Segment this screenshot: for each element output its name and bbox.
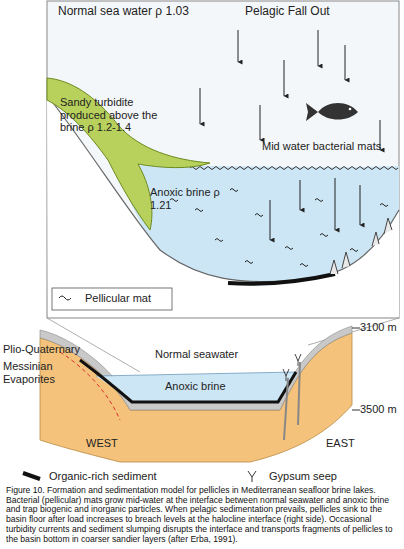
depth-tick (352, 410, 360, 411)
legend-text: Pellicular mat (85, 292, 151, 304)
depth-tick (352, 328, 360, 329)
legend-item: Gypsum seep (240, 470, 337, 482)
label-text: Anoxic brine (165, 380, 255, 393)
seafloor-ground (47, 95, 399, 317)
label-text: Normal seawater (155, 348, 265, 361)
pellicle (170, 189, 388, 267)
pellicle-mark (230, 189, 238, 192)
label-text: Messinian Evaporites (3, 360, 75, 385)
basin-organic-sediment (80, 360, 296, 402)
pellicle-mark (300, 264, 308, 267)
pellicle-mark (350, 249, 358, 252)
dashed-horizon (60, 352, 120, 420)
legend-box (52, 288, 172, 310)
pellicle-mark (215, 239, 223, 242)
legend-sample (20, 470, 44, 482)
fish (306, 103, 358, 121)
pellicle-mark (255, 214, 263, 217)
anoxic-brine (118, 165, 399, 281)
fault (284, 362, 300, 440)
pellicle-mark (195, 209, 203, 212)
pellicle-mark (320, 234, 328, 237)
label-text: 3100 m (360, 321, 402, 334)
label-text: Plio-Quaternary (3, 343, 93, 356)
plio-quaternary (40, 326, 352, 410)
messinian-evaporites (40, 333, 352, 462)
sandy-turbidite (47, 78, 210, 230)
pellicle-mark (245, 261, 253, 264)
label-text: Pelagic Fall Out (245, 5, 365, 19)
label-text: EAST (326, 437, 376, 450)
label-text: Normal sea water ρ 1.03 (58, 5, 228, 19)
label-text: 3500 m (360, 403, 402, 416)
pellicle-mark (315, 199, 323, 202)
basin-interface (96, 372, 296, 376)
mid-water-mat-line (190, 167, 398, 170)
legend-sample (56, 292, 80, 304)
label-text: Mid water bacterial mats (262, 140, 402, 153)
gypsum-seep-symbol (283, 354, 301, 381)
label-text: Sandy turbidite produced above the brine… (60, 96, 168, 134)
gypsum-seep (330, 218, 392, 274)
label-text: Anoxic brine ρ 1.21 (150, 186, 234, 211)
legend-item: Pellicular mat (56, 292, 151, 304)
legend-text: Organic-rich sediment (49, 470, 157, 482)
panel-frame (47, 1, 399, 318)
pellicle-mark (380, 204, 388, 207)
figure-caption: Figure 10. Formation and sedimentation m… (6, 486, 398, 544)
fallout-arrow (200, 30, 380, 240)
seafloor-line (47, 95, 399, 282)
legend-text: Gypsum seep (269, 470, 337, 482)
label-text: WEST (86, 437, 136, 450)
pellicle-mark (285, 247, 293, 250)
legend-item: Organic-rich sediment (20, 470, 157, 482)
organic-rich-sediment (228, 274, 335, 284)
legend-sample (240, 470, 264, 482)
